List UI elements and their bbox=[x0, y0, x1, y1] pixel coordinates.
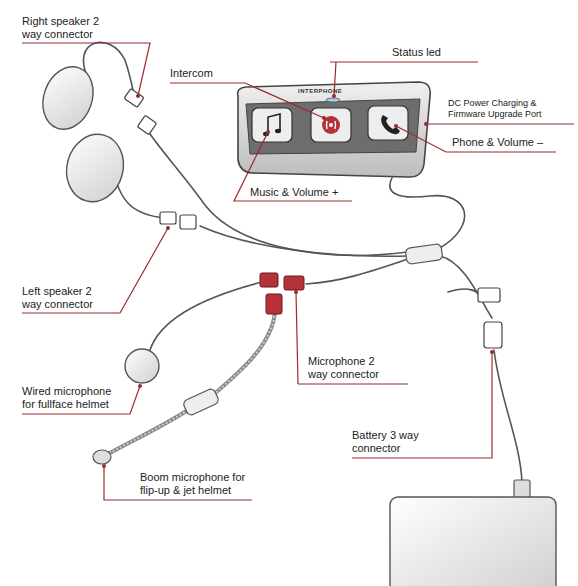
callout-label: Microphone 2 way connector bbox=[308, 355, 394, 381]
callout-label: Status led bbox=[392, 46, 441, 59]
callout-label: DC Power Charging & Firmware Upgrade Por… bbox=[448, 98, 570, 120]
callout-label: Boom microphone for flip-up & jet helmet bbox=[140, 471, 258, 497]
brand-logo: INTERPHONE bbox=[298, 88, 342, 95]
callout-label: Phone & Volume – bbox=[452, 136, 543, 149]
callout-label: Left speaker 2 way connector bbox=[22, 285, 104, 311]
callout-label: Wired microphone for fullface helmet bbox=[22, 385, 126, 411]
callout-label: Right speaker 2 way connector bbox=[22, 15, 104, 41]
callout-label: Battery 3 way connector bbox=[352, 429, 438, 455]
callout-label: Intercom bbox=[170, 67, 213, 80]
callout-label: Music & Volume + bbox=[250, 186, 338, 199]
